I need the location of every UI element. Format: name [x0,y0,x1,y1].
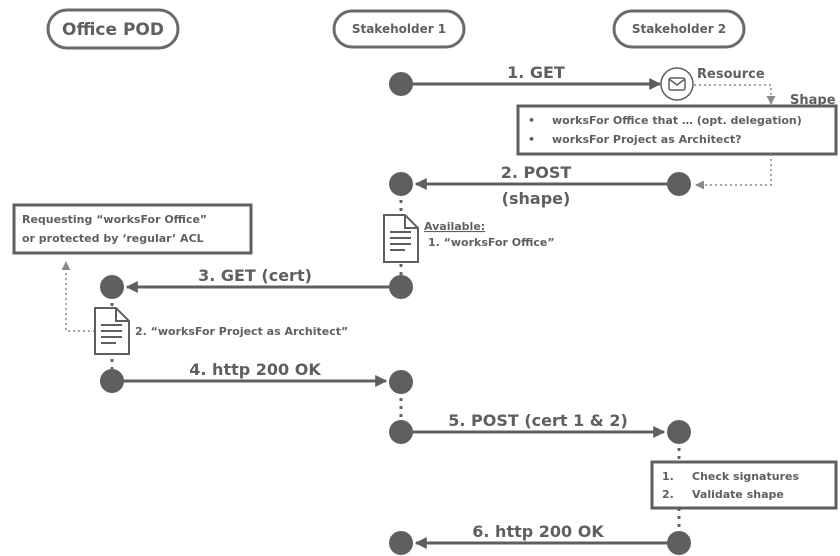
shape-to-post-connector [695,154,772,190]
check-item-1-number: 1. [662,470,674,483]
lane-stakeholder-1-label: Stakeholder 1 [352,22,446,36]
check-item-1: Check signatures [692,470,799,483]
resource-label: Resource [697,67,765,82]
message-4-label: 4. http 200 OK [189,360,321,379]
check-item-2-number: 2. [662,488,674,501]
dot-s2-post [667,172,691,196]
dot-s1-final [389,531,413,555]
resource-to-shape-connector [694,84,776,105]
message-4-http-200: 4. http 200 OK [112,360,388,387]
message-5-label: 5. POST (cert 1 & 2) [448,411,628,430]
shape-box-bullet-2: • [528,133,535,146]
lane-office-pod: Office POD [46,8,180,50]
lane-office-pod-label: Office POD [62,20,164,40]
request-box-line2: or protected by ‘regular’ ACL [22,232,204,245]
lane-stakeholder-2: Stakeholder 2 [612,9,746,49]
message-1-label: 1. GET [507,63,565,82]
lane-stakeholder-2-label: Stakeholder 2 [632,22,726,36]
shape-box-item-2: worksFor Project as Architect? [552,133,742,146]
request-box: Requesting “worksFor Office” or protecte… [12,203,253,255]
document-icon [383,214,419,263]
available-header: Available: [424,220,485,233]
dot-pod-get-cert [100,275,124,299]
message-6-http-200: 6. http 200 OK [414,522,679,549]
lane-stakeholder-1: Stakeholder 1 [332,9,466,49]
cert-to-request-connector [61,261,95,332]
message-2-label-line2: (shape) [502,189,571,208]
certificate-document-icon [94,307,130,355]
request-box-line1: Requesting “worksFor Office” [22,213,207,226]
shape-box: • worksFor Office that … (opt. delegatio… [516,104,838,156]
dot-s1-get [389,72,413,96]
shape-box-bullet-1: • [528,114,535,127]
message-5-post-certs: 5. POST (cert 1 & 2) [401,411,666,438]
dot-s1-get-cert [389,275,413,299]
dot-s2-post-certs [667,420,691,444]
dot-pod-200 [100,369,124,393]
dot-s1-post-certs [389,420,413,444]
dot-s2-200 [667,531,691,555]
message-1-get: 1. GET [401,63,662,90]
envelope-icon [660,67,694,101]
message-3-get-cert: 3. GET (cert) [125,266,401,293]
dot-s1-200 [389,370,413,394]
message-6-label: 6. http 200 OK [472,522,604,541]
cert-item: 2. “worksFor Project as Architect” [135,325,348,338]
shape-label: Shape [790,93,836,108]
message-3-label: 3. GET (cert) [198,266,312,285]
available-item: 1. “worksFor Office” [428,236,555,249]
check-box: 1. Check signatures 2. Validate shape [650,460,838,510]
dot-s1-post [389,172,413,196]
shape-box-item-1: worksFor Office that … (opt. delegation) [552,114,802,127]
message-2-post: 2. POST (shape) [414,163,679,208]
activation-dots [100,72,691,555]
message-2-label-line1: 2. POST [501,163,572,182]
check-item-2: Validate shape [692,488,784,501]
